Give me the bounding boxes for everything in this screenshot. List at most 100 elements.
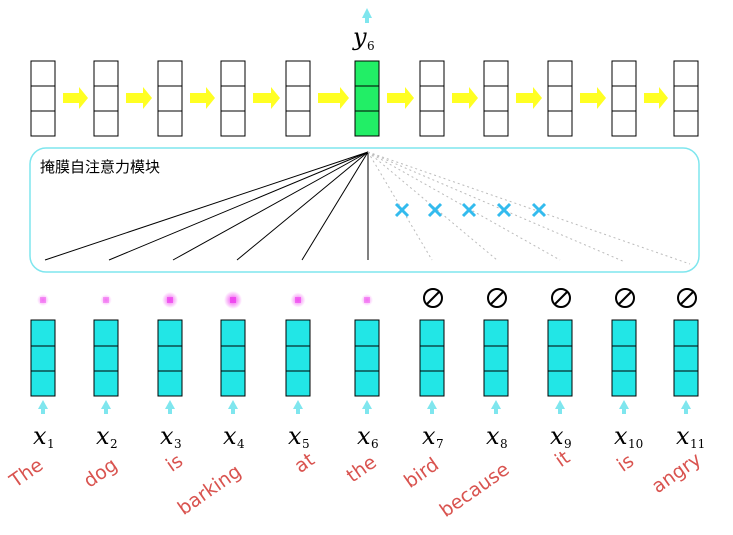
input-var: x: [422, 422, 436, 450]
flow-arrow: [580, 87, 606, 109]
flow-arrow: [387, 87, 414, 109]
output-block-frame: [157, 60, 183, 137]
input-up-arrow: [555, 400, 565, 414]
attention-line: [108, 151, 369, 261]
null-slash: [426, 291, 440, 305]
null-ring: [677, 288, 697, 308]
input-up-arrow: [491, 400, 501, 414]
weight-core: [103, 297, 109, 303]
output-block: [157, 60, 183, 137]
null-slash: [680, 291, 694, 305]
output-block: [419, 60, 445, 137]
input-block-frame: [483, 319, 509, 397]
mask-x-stroke: [461, 202, 477, 218]
input-block-frame: [419, 319, 445, 397]
input-var: x: [614, 422, 628, 450]
input-index: 5: [302, 437, 310, 451]
weight-core: [40, 297, 46, 303]
mask-x-stroke: [427, 202, 443, 218]
input-block: [483, 319, 509, 414]
null-icon: [487, 288, 507, 308]
masked-attention-line: [367, 151, 498, 261]
flow-arrow: [644, 87, 668, 109]
input-block-frame: [611, 319, 637, 397]
null-icon: [423, 288, 443, 308]
input-var: x: [486, 422, 500, 450]
input-index: 2: [110, 437, 118, 451]
output-block: [611, 60, 637, 137]
output-up-arrow: [362, 8, 372, 23]
weight-glow: [361, 294, 373, 306]
flow-arrow: [190, 87, 215, 109]
output-layer: [30, 60, 699, 137]
output-block-frame: [611, 60, 637, 137]
input-up-arrow: [101, 400, 111, 414]
masked-attention-line: [367, 151, 691, 265]
input-up-arrow: [681, 400, 691, 414]
attention-weight-dot: [162, 292, 178, 308]
null-ring: [551, 288, 571, 308]
output-block-frame: [354, 60, 380, 137]
input-var: x: [550, 422, 564, 450]
weight-core: [364, 297, 370, 303]
weight-glow: [37, 294, 49, 306]
input-var: x: [96, 422, 110, 450]
input-block-frame: [547, 319, 573, 397]
weight-core: [295, 297, 301, 303]
output-block-frame: [483, 60, 509, 137]
attention-weight-dot: [100, 294, 112, 306]
output-label: y 6: [352, 8, 375, 53]
input-block: [354, 319, 380, 414]
mask-marks: [394, 202, 547, 218]
input-index: 9: [564, 437, 572, 451]
input-block-frame: [93, 319, 119, 397]
mask-x-stroke: [394, 202, 410, 218]
input-index: 3: [174, 437, 182, 451]
input-var: x: [160, 422, 174, 450]
input-word: bird: [400, 453, 443, 492]
attention-line: [172, 151, 369, 261]
output-block-frame: [220, 60, 246, 137]
weight-core: [230, 297, 236, 303]
input-block: [157, 319, 183, 414]
input-block: [93, 319, 119, 414]
output-block: [673, 60, 699, 137]
module-title: 掩膜自注意力模块: [40, 158, 161, 176]
output-block: [220, 60, 246, 137]
output-block-frame: [673, 60, 699, 137]
input-block-frame: [354, 319, 380, 397]
output-block: [30, 60, 56, 137]
input-block-frame: [285, 319, 311, 397]
input-index: 7: [436, 437, 444, 451]
input-index: 8: [500, 437, 508, 451]
masked-attention-line: [367, 151, 626, 263]
output-block: [354, 60, 380, 137]
input-word: at: [290, 449, 318, 478]
flow-arrow: [516, 87, 542, 109]
input-up-arrow: [38, 400, 48, 414]
input-word: because: [436, 458, 514, 522]
null-slash: [490, 291, 504, 305]
weight-glow: [100, 294, 112, 306]
mask-x-stroke: [531, 202, 547, 218]
input-block-frame: [30, 319, 56, 397]
output-block-frame: [547, 60, 573, 137]
null-icon: [615, 288, 635, 308]
flow-arrow: [126, 87, 152, 109]
null-icon: [677, 288, 697, 308]
input-var: x: [357, 422, 371, 450]
null-slash: [554, 291, 568, 305]
input-layer: [30, 319, 699, 414]
input-index: 4: [237, 437, 245, 451]
input-word: angry: [648, 448, 706, 497]
input-word: the: [342, 451, 380, 487]
output-block: [483, 60, 509, 137]
input-block: [30, 319, 56, 414]
attention-module-box: [29, 147, 700, 273]
output-block: [93, 60, 119, 137]
weight-core: [167, 297, 173, 303]
